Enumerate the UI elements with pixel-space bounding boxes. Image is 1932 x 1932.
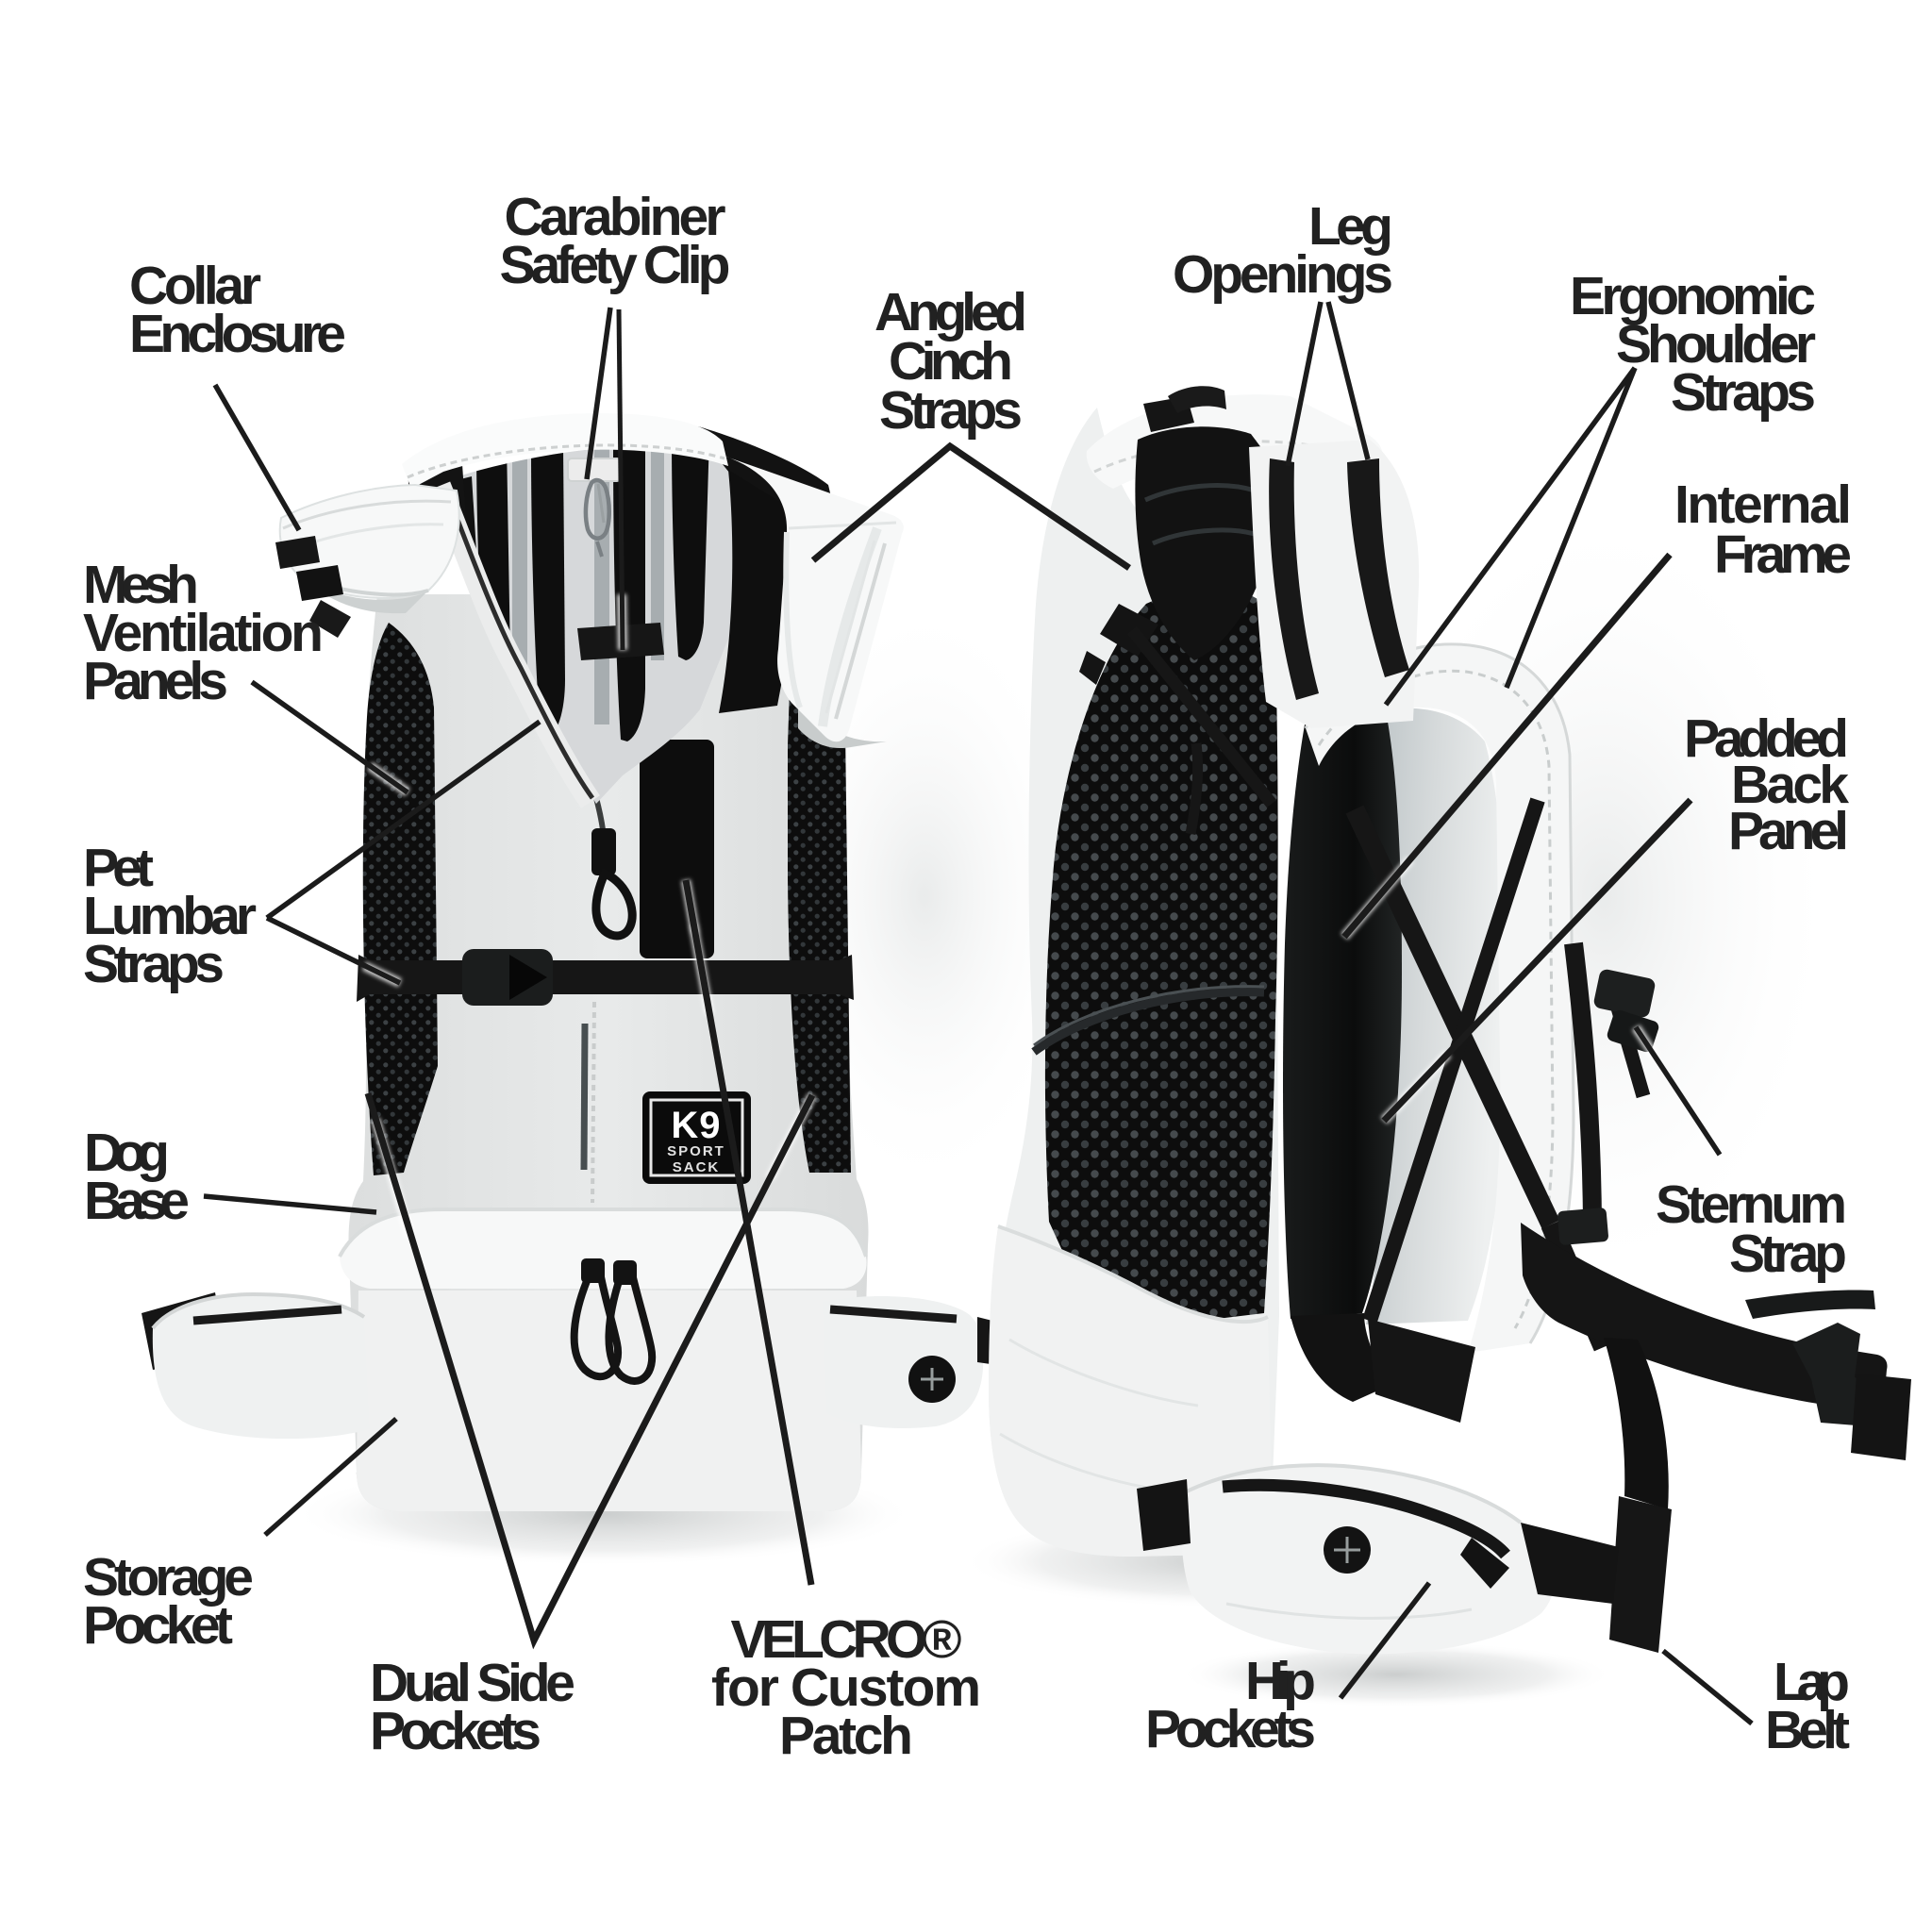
svg-text:VELCRO®: VELCRO® (731, 1609, 962, 1670)
svg-text:Panel: Panel (1728, 801, 1849, 861)
svg-text:Patch: Patch (779, 1706, 913, 1766)
svg-text:Padded: Padded (1684, 708, 1849, 769)
svg-text:Hip: Hip (1245, 1651, 1316, 1711)
svg-text:Frame: Frame (1714, 525, 1852, 585)
svg-text:Mesh: Mesh (83, 555, 199, 615)
svg-text:Back: Back (1731, 755, 1849, 815)
svg-text:Collar: Collar (129, 256, 261, 316)
svg-text:Cinch: Cinch (889, 331, 1013, 391)
svg-text:Sternum: Sternum (1656, 1174, 1847, 1235)
svg-text:Dog: Dog (84, 1123, 170, 1183)
svg-text:Pockets: Pockets (1145, 1699, 1316, 1759)
svg-text:Pet: Pet (83, 838, 154, 898)
svg-text:Straps: Straps (1671, 362, 1816, 423)
svg-text:Ergonomic: Ergonomic (1570, 266, 1816, 326)
svg-text:Lumbar: Lumbar (83, 886, 257, 946)
svg-text:Ventilation: Ventilation (83, 603, 324, 663)
svg-text:Straps: Straps (83, 934, 225, 994)
svg-text:Lap: Lap (1774, 1652, 1850, 1712)
svg-text:Belt: Belt (1765, 1700, 1850, 1760)
svg-text:for Custom: for Custom (711, 1657, 981, 1718)
svg-text:Panels: Panels (83, 651, 228, 711)
svg-text:Carabiner: Carabiner (505, 187, 726, 247)
svg-text:Strap: Strap (1729, 1224, 1847, 1284)
svg-text:Straps: Straps (879, 380, 1023, 441)
svg-text:SPORT: SPORT (667, 1143, 725, 1159)
svg-text:Openings: Openings (1173, 244, 1393, 305)
svg-text:Internal: Internal (1674, 475, 1852, 535)
svg-text:Dual Side: Dual Side (370, 1653, 575, 1713)
svg-text:Enclosure: Enclosure (129, 304, 346, 364)
svg-text:Shoulder: Shoulder (1616, 314, 1816, 375)
svg-text:K9: K9 (671, 1105, 721, 1146)
svg-text:Base: Base (84, 1171, 190, 1231)
svg-text:Angled: Angled (874, 282, 1027, 342)
svg-text:Pockets: Pockets (370, 1701, 541, 1761)
svg-text:Pocket: Pocket (83, 1595, 233, 1656)
svg-text:Leg: Leg (1308, 196, 1393, 257)
svg-text:Safety Clip: Safety Clip (500, 235, 731, 295)
svg-text:SACK: SACK (673, 1159, 721, 1175)
svg-text:Storage: Storage (83, 1547, 254, 1607)
